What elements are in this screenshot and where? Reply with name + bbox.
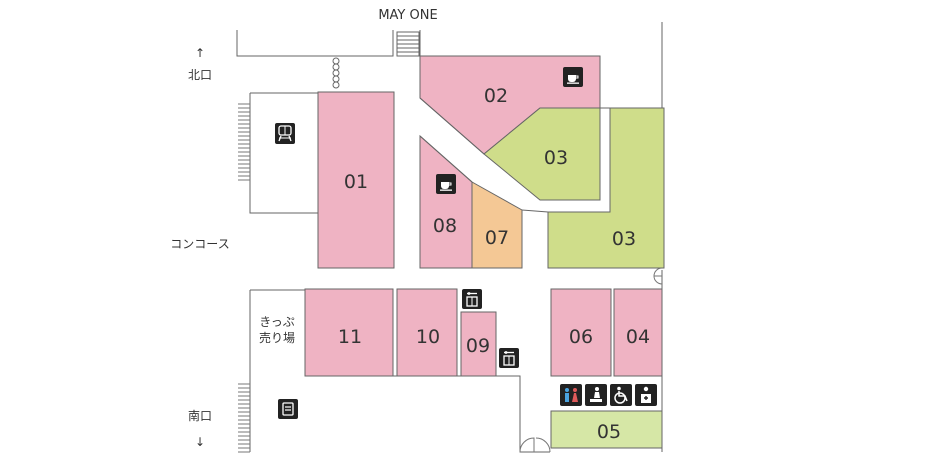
shop-09-label: 09 <box>466 335 490 357</box>
shop-10[interactable] <box>396 288 458 377</box>
shop-10-label: 10 <box>416 326 440 348</box>
shop-03-upper[interactable] <box>483 107 601 201</box>
escalator <box>332 57 340 89</box>
concourse-label: コンコース <box>170 237 229 251</box>
shop-11[interactable] <box>304 288 394 377</box>
shop-04-label: 04 <box>626 326 650 348</box>
shop-04[interactable] <box>613 288 663 377</box>
ticket-office-label-1: きっぷ <box>259 315 295 329</box>
walkway-edges <box>419 97 549 213</box>
shop-06-label: 06 <box>569 326 593 348</box>
shop-03-lower[interactable] <box>547 107 665 269</box>
may-one-label: MAY ONE <box>378 8 437 23</box>
shop-05[interactable] <box>550 410 663 449</box>
shop-06[interactable] <box>550 288 612 377</box>
train-icon <box>275 123 295 144</box>
entrance-slats-upper <box>238 103 250 181</box>
north-arrow: ↑ <box>195 46 205 60</box>
shop-07[interactable] <box>471 181 523 269</box>
south-arrow: ↓ <box>195 435 205 449</box>
shop-07-label: 07 <box>485 227 509 249</box>
coin-locker-icon <box>462 289 482 309</box>
shop-01[interactable] <box>317 91 395 269</box>
shop-08-label: 08 <box>433 215 457 237</box>
restroom-icon <box>560 384 582 406</box>
south-exit-label: 南口 <box>188 408 212 423</box>
shop-03-upper-label: 03 <box>544 147 568 169</box>
shop-01-label: 01 <box>344 171 368 193</box>
shop-numbers: 01 02 03 03 04 05 06 07 08 09 10 11 <box>338 85 650 443</box>
shop-09[interactable] <box>460 311 497 377</box>
stairs <box>396 31 420 57</box>
cafe-icon <box>563 67 583 87</box>
coin-locker-icon <box>499 348 519 368</box>
baby-care-icon <box>585 384 607 406</box>
shop-05-label: 05 <box>597 421 621 443</box>
shop-02-label: 02 <box>484 85 508 107</box>
multipurpose-room-icon <box>635 384 657 406</box>
shop-08[interactable] <box>419 134 473 269</box>
shops <box>304 55 665 449</box>
ticket-machine-icon <box>278 399 298 419</box>
entrance-slats-lower <box>238 383 250 453</box>
shop-03-lower-label: 03 <box>612 228 636 250</box>
shop-11-label: 11 <box>338 326 362 348</box>
north-exit-label: 北口 <box>188 68 212 82</box>
wheelchair-icon <box>610 384 632 406</box>
ticket-office-label-2: 売り場 <box>259 330 295 345</box>
cafe-icon <box>436 174 456 194</box>
